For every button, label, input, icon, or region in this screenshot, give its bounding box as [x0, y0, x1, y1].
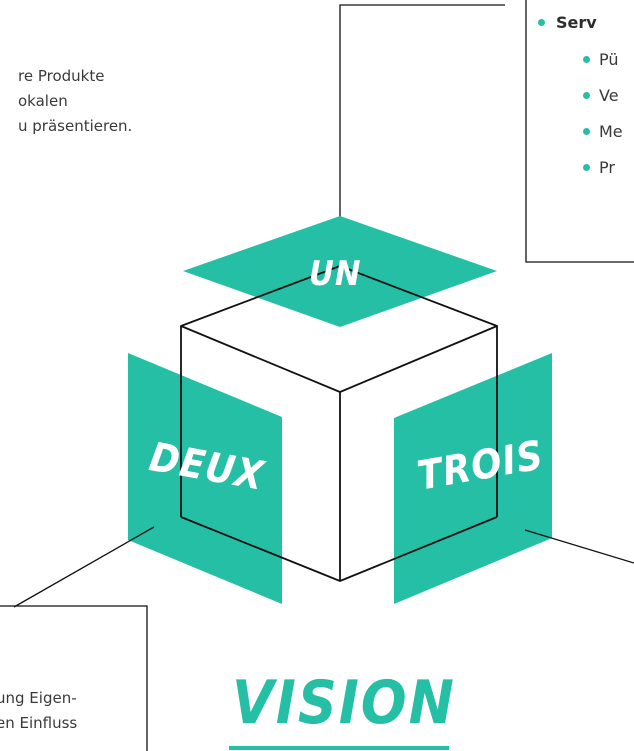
bullet-item: Ve: [538, 78, 623, 114]
plane-trois: [394, 353, 552, 604]
bullet-list: Serv Pü Ve Me Pr: [538, 5, 623, 186]
intro-text-line: u präsentieren.: [18, 117, 133, 135]
bottom-left-box-border: [0, 605, 148, 751]
intro-text: re Produkte okalen u präsentieren.: [18, 64, 132, 139]
bullet-item-main: Serv: [538, 5, 623, 42]
bottom-left-text-line: en Einfluss: [0, 714, 78, 732]
bullet-item: Pr: [538, 150, 623, 186]
bullet-item: Me: [538, 114, 623, 150]
bullet-item: Pü: [538, 42, 623, 78]
top-right-box-border: [525, 0, 634, 263]
vision-title: VISION: [232, 668, 456, 738]
intro-text-line: re Produkte: [18, 67, 105, 85]
bottom-left-text-line: ung Eigen-: [0, 689, 77, 707]
connector-line-left: [13, 526, 155, 608]
cube-outline: [180, 265, 498, 582]
cube-label-un: UN: [309, 254, 362, 294]
plane-un: [183, 216, 497, 327]
bottom-left-text: ung Eigen- en Einfluss: [0, 686, 77, 736]
vision-underline: [229, 746, 449, 750]
connector-line-right: [524, 529, 634, 564]
connector-line-top: [339, 4, 505, 218]
intro-text-line: okalen: [18, 92, 68, 110]
